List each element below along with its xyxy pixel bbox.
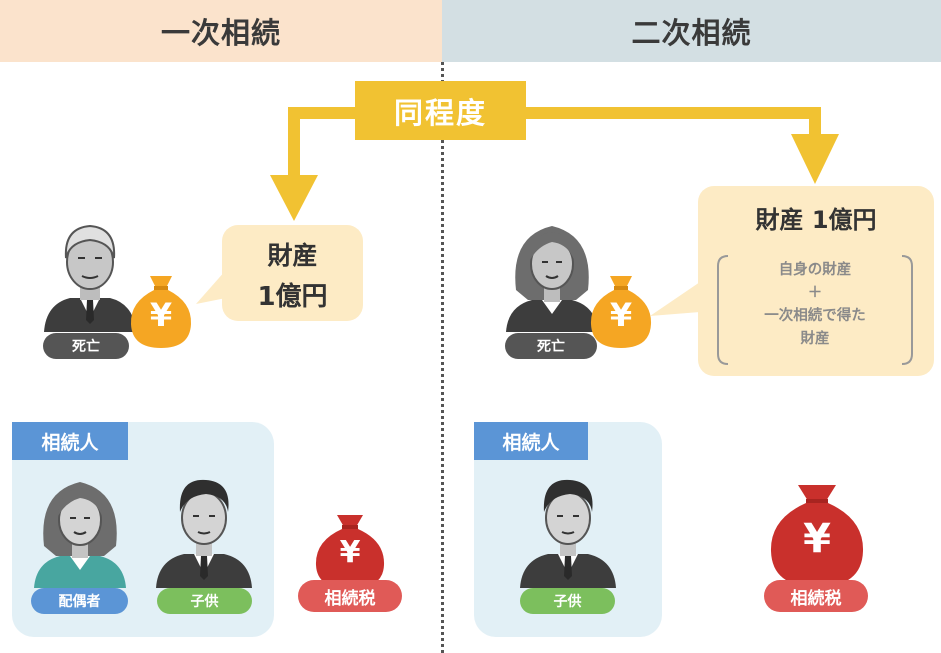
secondary-heirs-title: 相続人 bbox=[474, 422, 588, 460]
deceased-tag: 死亡 bbox=[43, 333, 129, 359]
primary-inheritance-header: 一次相続 bbox=[0, 0, 442, 62]
section-divider bbox=[441, 62, 444, 653]
bracket-right bbox=[901, 255, 913, 365]
spouse-icon bbox=[34, 482, 126, 588]
primary-asset-bubble bbox=[222, 225, 363, 321]
connector-right-vertical bbox=[809, 107, 821, 135]
secondary-child-icon bbox=[520, 479, 616, 588]
secondary-inheritance-header: 二次相続 bbox=[442, 0, 941, 62]
primary-asset-label: 財産 bbox=[267, 241, 318, 270]
detail-own-assets: 自身の財産 bbox=[778, 262, 852, 278]
secondary-deceased-tag: 死亡 bbox=[505, 333, 597, 359]
primary-heirs-title: 相続人 bbox=[12, 422, 128, 460]
same-level-label: 同程度 bbox=[355, 81, 526, 140]
tax-bag-yen-symbol: ¥ bbox=[339, 535, 361, 570]
secondary-asset-title: 財産 1億円 bbox=[755, 206, 877, 234]
detail-plus-sign: ＋ bbox=[807, 285, 823, 301]
connector-left-vertical bbox=[288, 107, 300, 177]
child-icon bbox=[156, 479, 252, 588]
deceased-father-icon bbox=[44, 224, 136, 332]
secondary-asset-bubble bbox=[698, 186, 934, 376]
detail-inherited-assets-line1: 一次相続で得た bbox=[764, 308, 866, 324]
child-tag: 子供 bbox=[157, 588, 252, 614]
connector-left-horizontal bbox=[288, 107, 358, 119]
primary-tax-tag: 相続税 bbox=[298, 580, 402, 612]
secondary-tax-bag-yen-symbol: ¥ bbox=[803, 516, 831, 562]
connector-right-horizontal bbox=[524, 107, 821, 119]
money-bag-yen-symbol: ¥ bbox=[149, 296, 173, 334]
arrow-down-right-icon bbox=[791, 134, 839, 184]
spouse-tag: 配偶者 bbox=[31, 588, 128, 614]
secondary-child-tag: 子供 bbox=[520, 588, 615, 614]
deceased-spouse-icon bbox=[506, 226, 598, 332]
bracket-left bbox=[717, 255, 729, 365]
detail-inherited-assets-line2: 財産 bbox=[800, 331, 830, 347]
bubble-tail bbox=[196, 270, 226, 304]
secondary-money-bag-yen-symbol: ¥ bbox=[609, 296, 633, 334]
money-bag-icon bbox=[130, 276, 192, 348]
arrow-down-left-icon bbox=[270, 175, 318, 221]
secondary-money-bag-icon bbox=[590, 276, 652, 348]
primary-asset-amount: 1億円 bbox=[257, 282, 328, 312]
secondary-tax-tag: 相続税 bbox=[764, 580, 868, 612]
tax-bag-icon bbox=[315, 515, 385, 589]
secondary-tax-bag-icon bbox=[770, 485, 864, 587]
secondary-bubble-tail bbox=[650, 282, 700, 316]
